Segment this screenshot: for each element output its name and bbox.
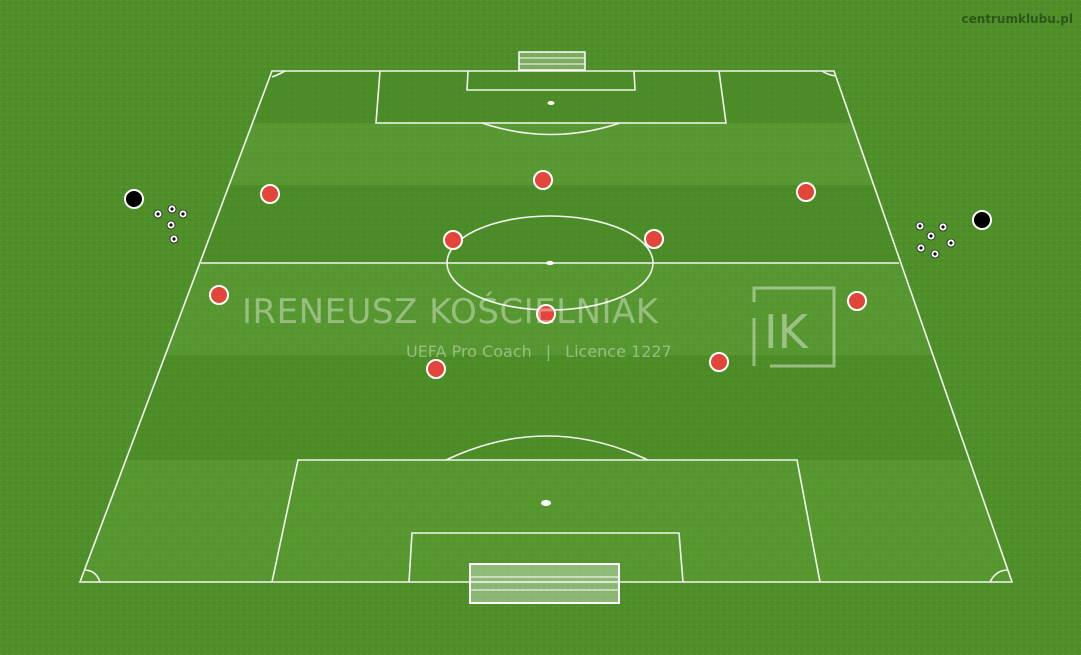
player-marker[interactable] [644,229,664,249]
soccer-ball-icon [166,220,176,230]
watermark-role: UEFA Pro Coach [406,342,532,361]
players [209,170,867,379]
watermark-name: IRENEUSZ KOŚCIELNIAK [242,292,659,332]
player-marker[interactable] [536,304,556,324]
ik-logo: IK [752,286,836,368]
soccer-ball-icon [946,238,956,248]
player-marker[interactable] [209,285,229,305]
player-marker[interactable] [443,230,463,250]
corner-arc-bottom-left [83,569,101,583]
bottom-penalty-area [271,459,821,583]
soccer-ball-icon [169,234,179,244]
watermark-subtitle: UEFA Pro Coach | Licence 1227 [406,342,672,361]
corner-arc-bottom-right [989,569,1009,583]
top-goal-area [466,70,636,91]
soccer-ball-icon [926,231,936,241]
bottom-goal-icon [469,563,620,604]
soccer-ball-icon [153,209,163,219]
watermark-separator: | [545,342,552,361]
corner-arc-top-left [271,70,286,78]
top-penalty-spot [547,101,555,105]
player-marker[interactable] [709,352,729,372]
ball-stacks [153,204,956,259]
coach-marker-left[interactable] [124,189,144,209]
pitch-lines [78,70,1014,583]
pitch-outline [78,70,1014,583]
player-marker[interactable] [426,359,446,379]
ik-logo-text: IK [764,305,810,359]
site-label[interactable]: centrumklubu.pl [961,12,1073,26]
coach-marker-right[interactable] [972,210,992,230]
bottom-penalty-spot [541,500,551,506]
top-goal-icon [518,51,586,71]
soccer-ball-icon [938,222,948,232]
player-marker[interactable] [796,182,816,202]
center-spot [546,260,554,266]
corner-arc-top-right [821,70,837,77]
watermark-licence: Licence 1227 [565,342,672,361]
player-marker[interactable] [260,184,280,204]
bottom-penalty-arc [445,435,649,461]
soccer-ball-icon [178,209,188,219]
player-marker[interactable] [847,291,867,311]
soccer-ball-icon [167,204,177,214]
soccer-ball-icon [915,221,925,231]
soccer-ball-icon [916,243,926,253]
player-marker[interactable] [533,170,553,190]
top-penalty-arc [481,122,621,136]
bottom-goal-area [408,532,684,583]
soccer-ball-icon [930,249,940,259]
top-penalty-area [375,70,727,124]
